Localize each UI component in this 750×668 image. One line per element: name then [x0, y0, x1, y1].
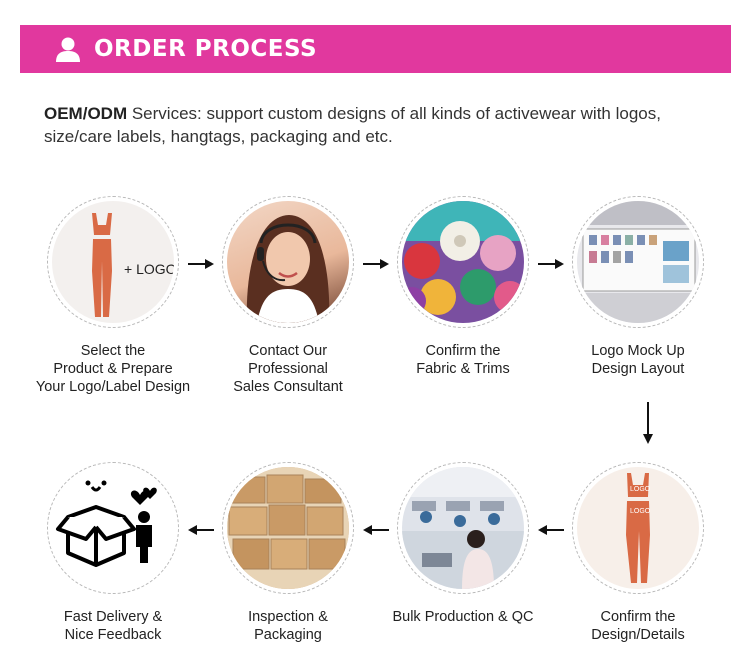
confirm-design-product-image: LOGO LOGO: [577, 467, 699, 589]
step-caption: Confirm the Fabric & Trims: [416, 343, 510, 377]
bulk-production-factory-photo: [402, 467, 524, 589]
step-caption: Fast Delivery & Nice Feedback: [63, 609, 163, 643]
design-layout-screen-photo: [577, 201, 699, 323]
step-image-frame: + LOGO: [47, 196, 179, 328]
logo-mark-bottom: LOGO: [630, 508, 651, 515]
step-bulk-production: Bulk Production & QC: [378, 462, 548, 626]
arrow-right-icon: [188, 259, 214, 269]
arrow-right-icon: [363, 259, 389, 269]
step-image-frame: [47, 462, 179, 594]
intro-lead: OEM/ODM: [44, 104, 128, 123]
step-image-frame: [222, 196, 354, 328]
arrow-down-icon: [643, 402, 653, 444]
step-contact-consultant: Contact Our Professional Sales Consultan…: [203, 196, 373, 396]
delivery-feedback-illustration: [52, 467, 174, 589]
sales-consultant-photo: [227, 201, 349, 323]
step-image-frame: [397, 196, 529, 328]
step-caption: Logo Mock Up Design Layout: [591, 343, 685, 377]
fabric-rolls-photo: [402, 201, 524, 323]
plus-logo-label: + LOGO: [124, 261, 174, 277]
activewear-product-image: + LOGO: [52, 201, 174, 323]
step-caption: Inspection & Packaging: [248, 609, 328, 643]
intro-text: OEM/ODM Services: support custom designs…: [44, 102, 704, 148]
banner-title: ORDER PROCESS: [94, 36, 318, 62]
step-confirm-design: LOGO LOGO Confirm the Design/Details: [553, 462, 723, 644]
delivery-box-icon: [56, 480, 157, 567]
step-image-frame: LOGO LOGO: [572, 462, 704, 594]
intro-body: Services: support custom designs of all …: [44, 104, 661, 146]
step-inspection-packaging: Inspection & Packaging: [203, 462, 373, 644]
step-image-frame: [572, 196, 704, 328]
step-caption: Confirm the Design/Details: [591, 609, 685, 643]
step-image-frame: [222, 462, 354, 594]
arrow-left-icon: [363, 525, 389, 535]
packaging-boxes-photo: [227, 467, 349, 589]
logo-mark-top: LOGO: [630, 486, 651, 493]
heart-icon: [130, 490, 150, 505]
user-icon: [56, 37, 80, 62]
step-caption: Bulk Production & QC: [392, 609, 534, 625]
step-fast-delivery: Fast Delivery & Nice Feedback: [28, 462, 198, 644]
step-select-product: + LOGO Select the Product & Prepare Your…: [28, 196, 198, 396]
arrow-right-icon: [538, 259, 564, 269]
order-process-banner: ORDER PROCESS: [20, 25, 731, 73]
step-logo-mockup: Logo Mock Up Design Layout: [553, 196, 723, 378]
step-image-frame: [397, 462, 529, 594]
step-confirm-fabric: Confirm the Fabric & Trims: [378, 196, 548, 378]
arrow-left-icon: [538, 525, 564, 535]
arrow-left-icon: [188, 525, 214, 535]
person-icon: [138, 511, 150, 523]
step-caption: Select the Product & Prepare Your Logo/L…: [35, 343, 191, 395]
step-caption: Contact Our Professional Sales Consultan…: [233, 343, 343, 395]
